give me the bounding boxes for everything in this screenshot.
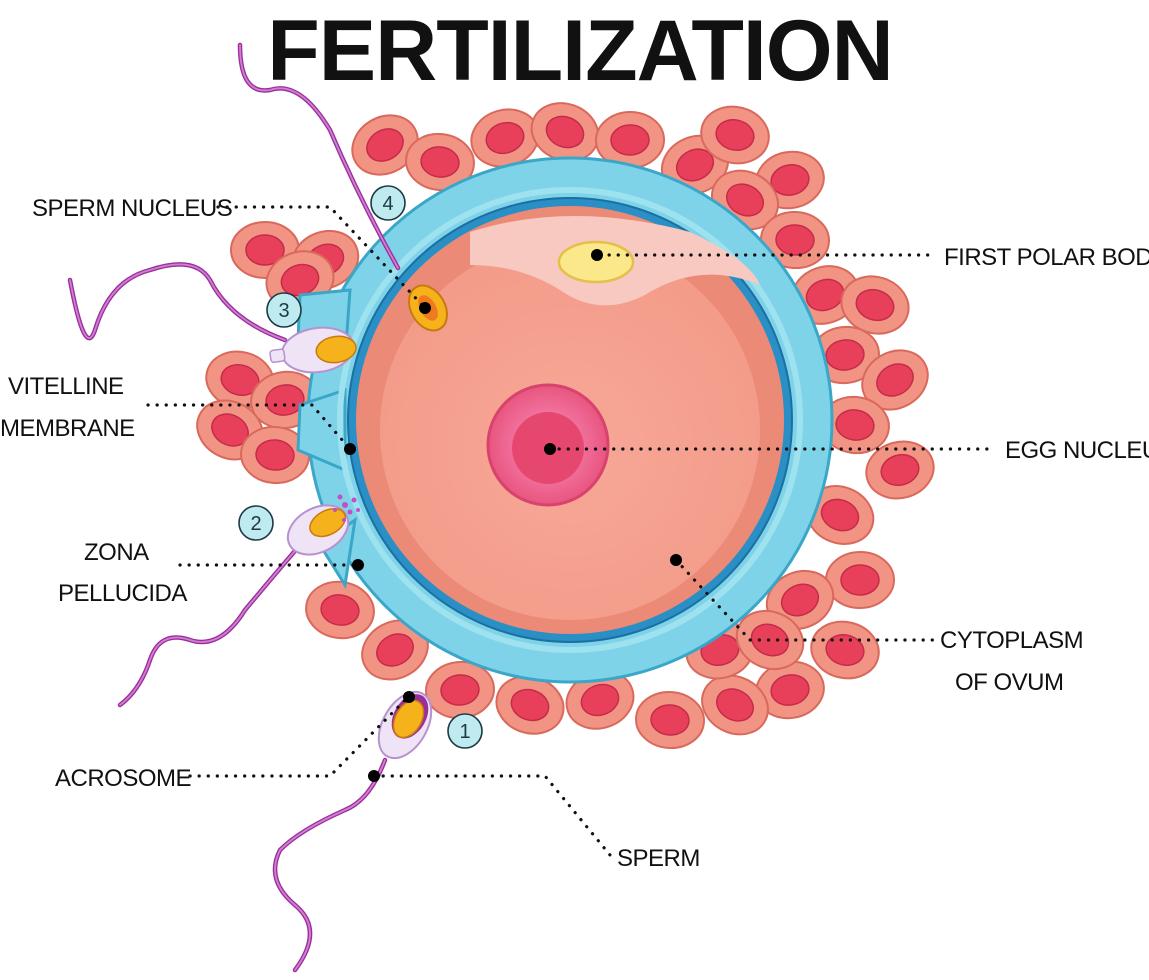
label-acrosome: ACROSOME	[55, 765, 191, 792]
label-sperm-nucleus: SPERM NUCLEUS	[32, 195, 232, 222]
svg-text:4: 4	[382, 193, 393, 215]
svg-text:1: 1	[459, 721, 470, 743]
label-first-polar-body: FIRST POLAR BODY	[944, 244, 1149, 271]
stage-marker-2: 2	[238, 505, 274, 541]
label-cytoplasm-line1: CYTOPLASM	[940, 627, 1083, 654]
label-vitelline-line2: MEMBRANE	[0, 415, 135, 442]
label-zona-line1: ZONA	[84, 539, 149, 566]
sperm-cells	[67, 42, 433, 973]
stage-marker-4: 4	[370, 185, 406, 221]
labels: SPERM NUCLEUS VITELLINE MEMBRANE ZONA PE…	[0, 195, 1149, 872]
diagram-title: FERTILIZATION	[267, 3, 893, 99]
leader-dots	[344, 249, 682, 782]
label-vitelline-line1: VITELLINE	[8, 373, 124, 400]
stage-marker-3: 3	[266, 292, 302, 328]
label-egg-nucleus: EGG NUCLEUS	[1005, 437, 1149, 464]
label-sperm: SPERM	[617, 845, 700, 872]
stage-marker-1: 1	[447, 713, 483, 749]
label-cytoplasm-line2: OF OVUM	[955, 669, 1064, 696]
leader-lines	[146, 205, 997, 857]
svg-text:3: 3	[278, 300, 289, 322]
label-zona-line2: PELLUCIDA	[58, 580, 187, 607]
svg-text:2: 2	[250, 513, 261, 535]
first-polar-body	[557, 240, 635, 284]
stage-markers: 1 2 3 4	[238, 185, 483, 749]
corona-cell	[824, 550, 896, 610]
corona-cell	[633, 688, 707, 752]
